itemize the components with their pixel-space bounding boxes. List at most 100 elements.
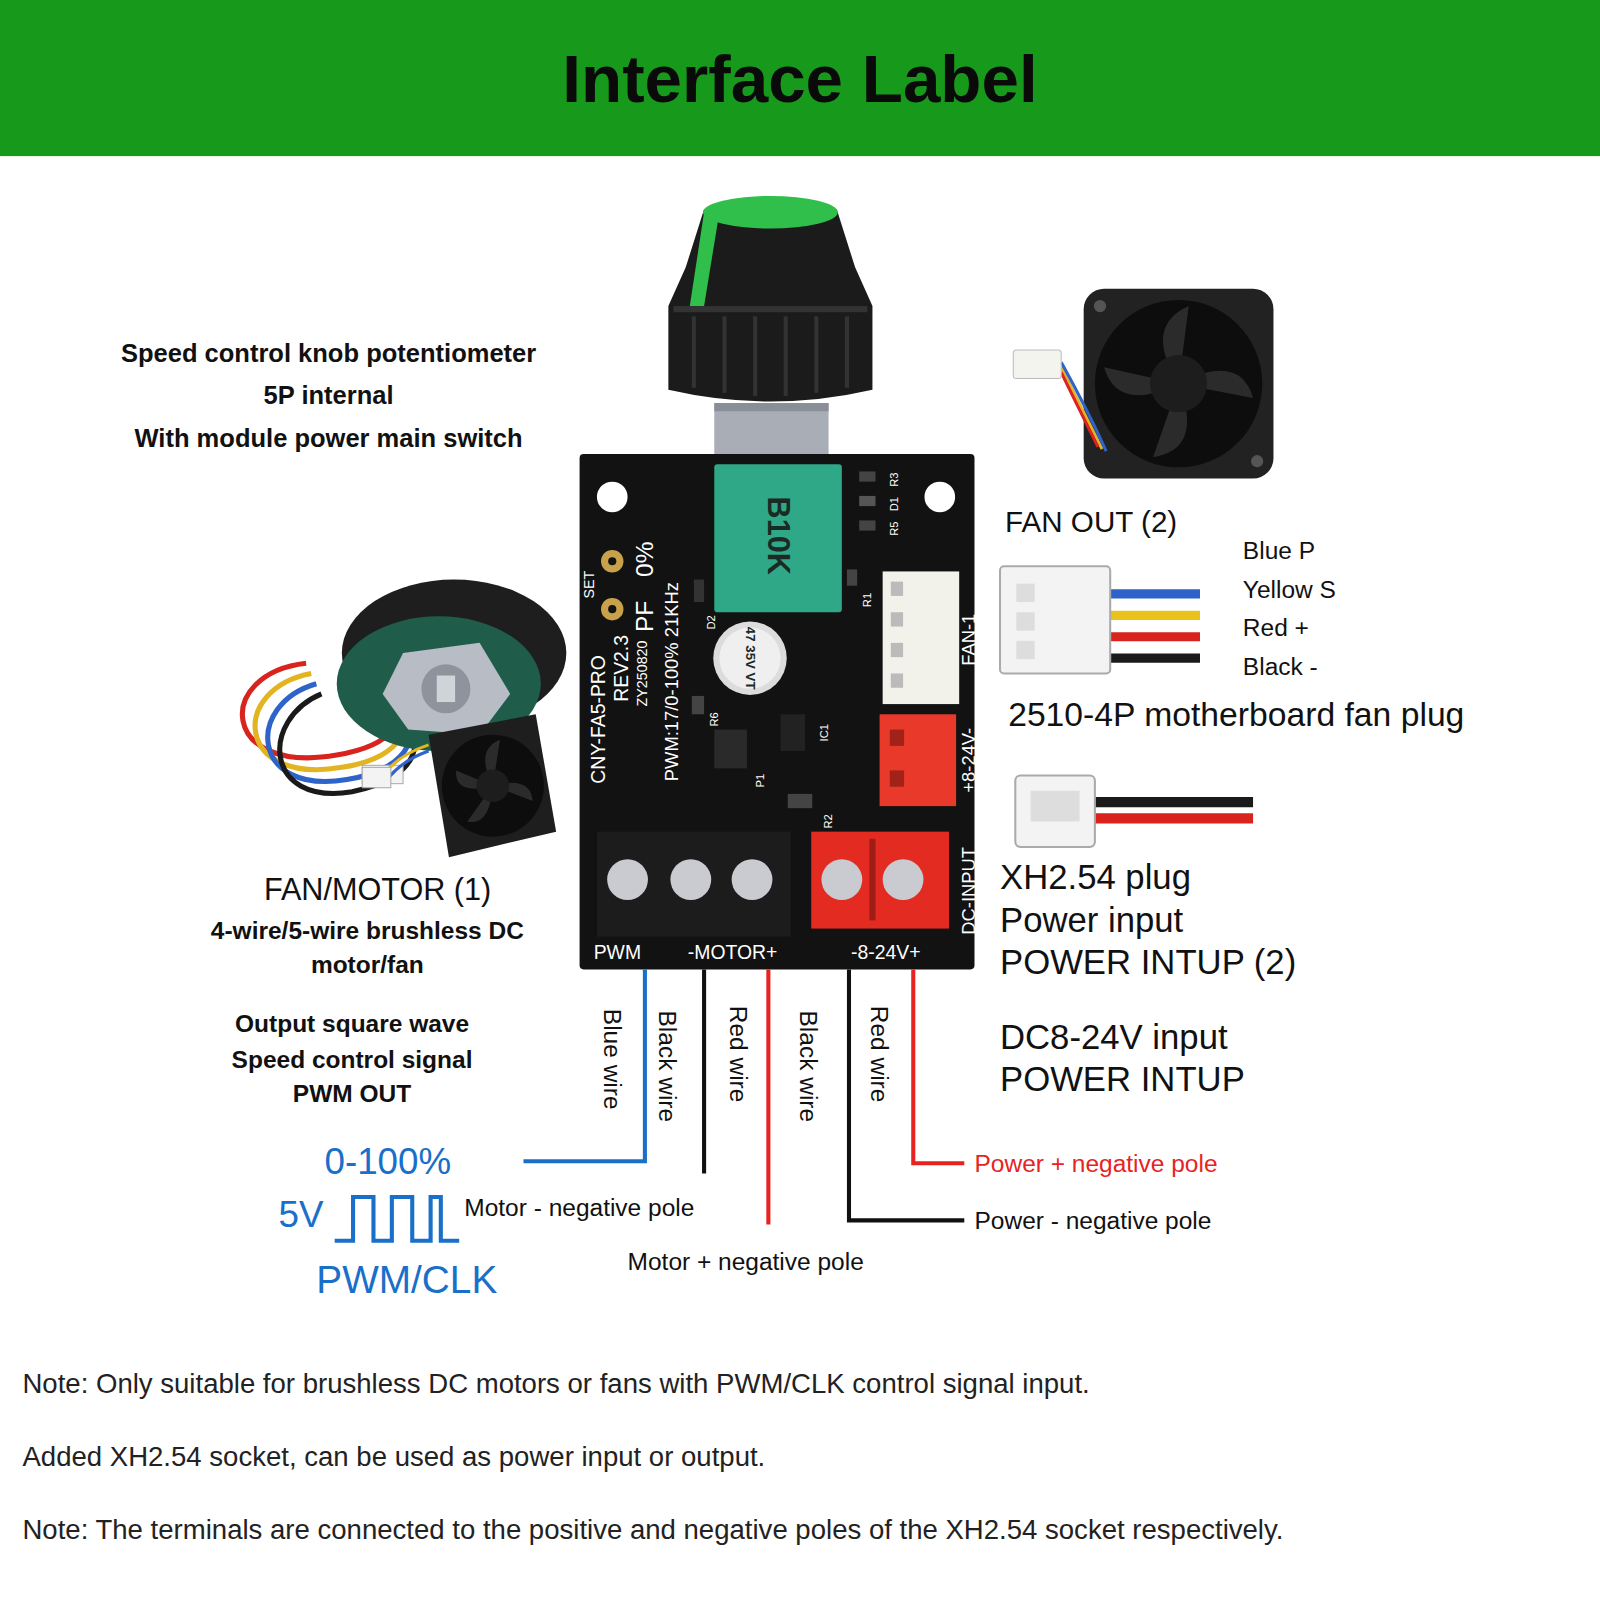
leader-wires — [523, 969, 964, 1224]
small-fan-image-part — [362, 767, 391, 787]
knob-part — [753, 316, 757, 396]
knob — [668, 196, 872, 456]
pcb-board-part — [732, 859, 773, 900]
pcb-board-part — [788, 794, 812, 808]
fan-plug-part — [1107, 611, 1200, 620]
component-ref: R1 — [861, 593, 874, 607]
fan-plug-part — [1000, 566, 1110, 673]
knob-part — [703, 196, 838, 229]
silkscreen-text: SET — [581, 571, 597, 599]
knob-part — [714, 403, 828, 456]
signal-label: 0-100% — [324, 1140, 451, 1182]
component-ref: IC1 — [818, 724, 831, 741]
signal-label: 5V — [279, 1193, 324, 1235]
wire-color-label: Yellow S — [1243, 576, 1336, 604]
pcb-board-part — [883, 571, 960, 704]
terminal-label: -MOTOR+ — [688, 942, 778, 964]
pcb-board-part — [924, 482, 955, 513]
port-label: XH2.54 plug — [1000, 858, 1191, 898]
motor-image-part — [383, 643, 511, 735]
xh-plug-part — [1015, 776, 1095, 847]
port-label: FAN OUT (2) — [1005, 505, 1177, 539]
fan-image-part — [1251, 455, 1263, 467]
port-label: Power input — [1000, 900, 1183, 940]
component-ref: P1 — [754, 774, 767, 788]
pcb-board-part — [597, 832, 791, 937]
pcb-board-part — [883, 859, 924, 900]
feature-text: 5P internal — [264, 380, 394, 409]
component-ref: R5 — [887, 521, 900, 535]
pcb-board-part — [869, 839, 875, 921]
pole-label: Power + negative pole — [974, 1149, 1217, 1177]
small-fan-image-part — [386, 751, 429, 782]
knob-part — [814, 316, 818, 393]
leader-wires-part — [849, 969, 964, 1220]
pcb-board-part — [714, 730, 747, 769]
feature-text: With module power main switch — [135, 423, 523, 452]
pcb-board-part — [890, 770, 904, 786]
wire-color-label: Red + — [1243, 613, 1309, 641]
title-text: Interface Label — [562, 41, 1037, 118]
feature-text: Speed control signal — [232, 1045, 473, 1073]
silkscreen-text: 0% — [631, 541, 659, 576]
note-text: Note: Only suitable for brushless DC mot… — [22, 1369, 1089, 1401]
capacitor-marking: 47 35V VT — [742, 627, 757, 690]
port-label: FAN/MOTOR (1) — [264, 872, 491, 907]
knob-part — [690, 212, 720, 306]
feature-text: Speed control knob potentiometer — [121, 338, 536, 367]
xh-plug-part — [1092, 813, 1253, 823]
pcb-board-part — [601, 598, 623, 620]
wire-label: Black wire — [653, 1011, 681, 1123]
feature-text: 4-wire/5-wire brushless DC — [211, 917, 524, 945]
small-fan-image — [362, 714, 556, 857]
pcb-board-part — [821, 859, 862, 900]
silkscreen-text: DC-INPUT — [959, 847, 980, 935]
silkscreen-text: PF — [631, 601, 659, 632]
leader-wires-part — [913, 969, 964, 1163]
port-label: POWER INTUP (2) — [1000, 942, 1296, 982]
pcb-board-part — [847, 569, 857, 585]
fan-image-part — [1013, 350, 1061, 379]
leader-wires-part — [766, 969, 770, 1224]
pcb-board-part — [811, 832, 949, 929]
component-ref: D1 — [887, 497, 900, 511]
fan-image-part — [1061, 362, 1106, 451]
pcb-board-part — [713, 621, 786, 694]
knob-part — [845, 316, 849, 387]
pcb-board-part — [859, 520, 875, 530]
terminal-label: -8-24V+ — [851, 942, 921, 964]
signal-label: PWM/CLK — [316, 1258, 497, 1303]
pcb-board-part — [714, 464, 842, 612]
knob-part — [692, 316, 696, 387]
pcb-board-part — [607, 859, 648, 900]
fan-plug-part — [1016, 641, 1034, 659]
pcb-board — [580, 454, 975, 969]
leader-wires-part — [523, 969, 644, 1161]
fan-plug — [1000, 566, 1200, 673]
wire-color-label: Blue P — [1243, 537, 1315, 565]
small-fan-image-part — [477, 769, 510, 802]
fan-plug-part — [1107, 589, 1200, 598]
feature-text: motor/fan — [311, 950, 424, 978]
component-ref: R3 — [887, 472, 900, 486]
fan-plug-part — [1107, 632, 1200, 641]
fan-image-part — [1150, 355, 1207, 412]
fan-plug-part — [1016, 612, 1034, 630]
pcb-board-part — [670, 859, 711, 900]
pot-marking: B10K — [760, 497, 795, 575]
wire-label: Red wire — [866, 1006, 894, 1103]
pcb-board-part — [692, 696, 704, 714]
title-band — [0, 0, 1600, 156]
fan-image-part — [1061, 372, 1098, 446]
silkscreen-text: +8-24V- — [959, 728, 980, 793]
pcb-board-part — [601, 550, 623, 572]
terminal-label: PWM — [594, 942, 641, 964]
component-ref: R6 — [708, 712, 721, 726]
pcb-board-part — [694, 580, 704, 602]
pcb-board-part — [608, 557, 616, 565]
pcb-board-part — [608, 605, 616, 613]
silkscreen-text: REV2.3 — [610, 635, 632, 702]
pcb-board-part — [859, 496, 875, 506]
